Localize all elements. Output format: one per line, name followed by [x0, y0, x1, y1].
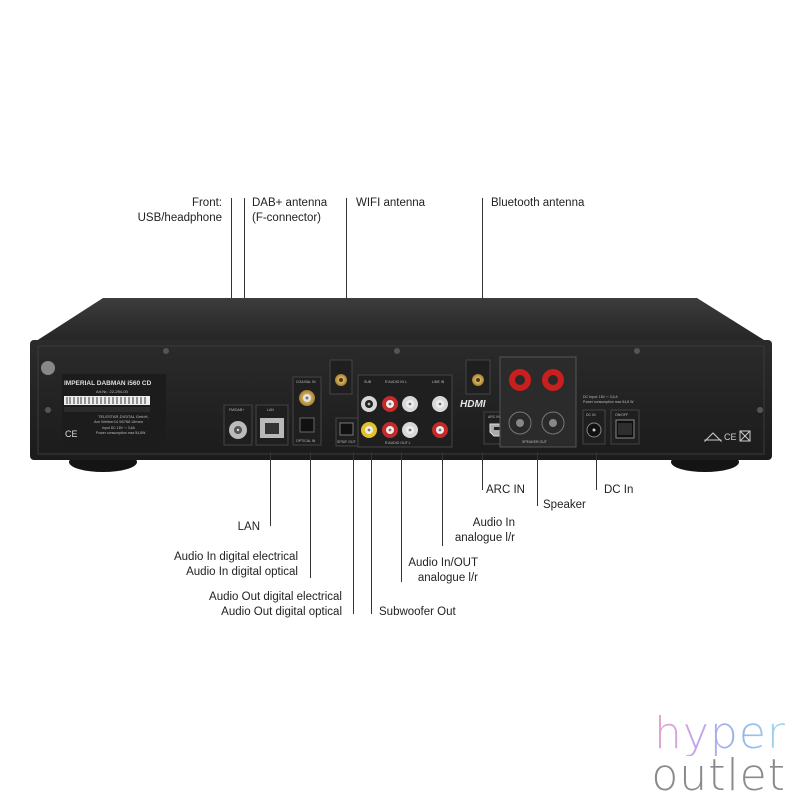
compliance-marks: CE	[704, 430, 751, 443]
logo-word-outlet: outlet	[651, 750, 786, 801]
label-audio-out-digital: Audio Out digital electrical Audio Out d…	[209, 591, 342, 618]
svg-text:SUB: SUB	[364, 380, 372, 384]
leader-speaker	[537, 452, 538, 506]
svg-text:COAXIAL IN: COAXIAL IN	[296, 380, 316, 384]
coaxial-optical-in-port	[292, 376, 322, 446]
label-wifi-antenna: WIFI antenna	[356, 197, 426, 209]
label-audio-in-digital: Audio In digital electrical Audio In dig…	[173, 551, 298, 578]
leader-audio-out-digital	[353, 452, 354, 614]
leader-dab	[244, 198, 245, 300]
label-audio-in-analogue: Audio In analogue l/r	[454, 517, 515, 544]
label-arc-in: ARC IN	[486, 484, 525, 496]
svg-text:TELESTAR-DIGITAL GmbH,: TELESTAR-DIGITAL GmbH,	[98, 414, 149, 419]
label-lan: LAN	[237, 521, 260, 533]
leader-dc	[596, 452, 597, 490]
label-front-usb: Front: USB/headphone	[137, 197, 222, 224]
label-subwoofer-out: Subwoofer Out	[379, 606, 456, 618]
label-speaker: Speaker	[543, 499, 586, 511]
svg-text:ON/OFF: ON/OFF	[615, 413, 628, 417]
svg-text:SPEAKER OUT: SPEAKER OUT	[522, 440, 548, 444]
hyper-outlet-logo: hyper outlet	[651, 712, 786, 801]
svg-text:FM/DAB+: FM/DAB+	[229, 408, 244, 412]
svg-text:LINE IN: LINE IN	[432, 380, 445, 384]
barcode	[64, 396, 150, 405]
svg-text:Art.Nr.: 22-294-00: Art.Nr.: 22-294-00	[96, 389, 129, 394]
leader-lan	[270, 452, 271, 526]
leader-bluetooth	[482, 198, 483, 302]
svg-text:OPTICAL IN: OPTICAL IN	[296, 439, 316, 443]
label-dab-antenna: DAB+ antenna (F-connector)	[252, 197, 328, 224]
leader-front	[231, 198, 232, 298]
label-audio-in-out-analogue: Audio In/OUT analogue l/r	[408, 557, 478, 584]
leader-audio-in-digital	[310, 452, 311, 578]
svg-text:Input DC 18V ⎓ 3,6A: Input DC 18V ⎓ 3,6A	[102, 426, 136, 430]
label-bluetooth-antenna: Bluetooth antenna	[491, 197, 585, 209]
leader-audio-in	[442, 452, 443, 546]
leader-wifi	[346, 198, 347, 302]
svg-text:ARC IN: ARC IN	[488, 415, 500, 419]
logo-word-hyper: hyper	[651, 712, 786, 756]
svg-text:CE: CE	[724, 432, 737, 442]
svg-text:DC IN: DC IN	[586, 413, 596, 417]
svg-text:R AUDIO OUT L: R AUDIO OUT L	[385, 441, 411, 445]
svg-text:Am Weiher14 56766 Ulmen: Am Weiher14 56766 Ulmen	[94, 419, 143, 424]
svg-text:SPDIF OUT: SPDIF OUT	[337, 440, 357, 444]
device-top	[30, 298, 772, 345]
leader-audio-in-out	[401, 452, 402, 582]
hdmi-logo: HDMI	[460, 399, 486, 410]
speaker-terminals	[499, 356, 577, 448]
ce-mark: CE	[65, 429, 78, 439]
screws	[41, 348, 763, 413]
svg-text:R AUDIO IN L: R AUDIO IN L	[385, 380, 407, 384]
svg-text:Power consumption max 54,8W: Power consumption max 54,8W	[96, 431, 146, 435]
leader-arc	[482, 452, 483, 490]
svg-text:LAN: LAN	[267, 408, 274, 412]
leader-subwoofer	[371, 452, 372, 614]
model-text: IMPERIAL DABMAN i560 CD	[64, 380, 152, 387]
svg-text:Power consumption max 54,8 W: Power consumption max 54,8 W	[583, 400, 634, 404]
svg-text:DC Input: 18V ⎓ 3,6 A: DC Input: 18V ⎓ 3,6 A	[583, 395, 618, 399]
label-dc-in: DC In	[604, 484, 634, 496]
